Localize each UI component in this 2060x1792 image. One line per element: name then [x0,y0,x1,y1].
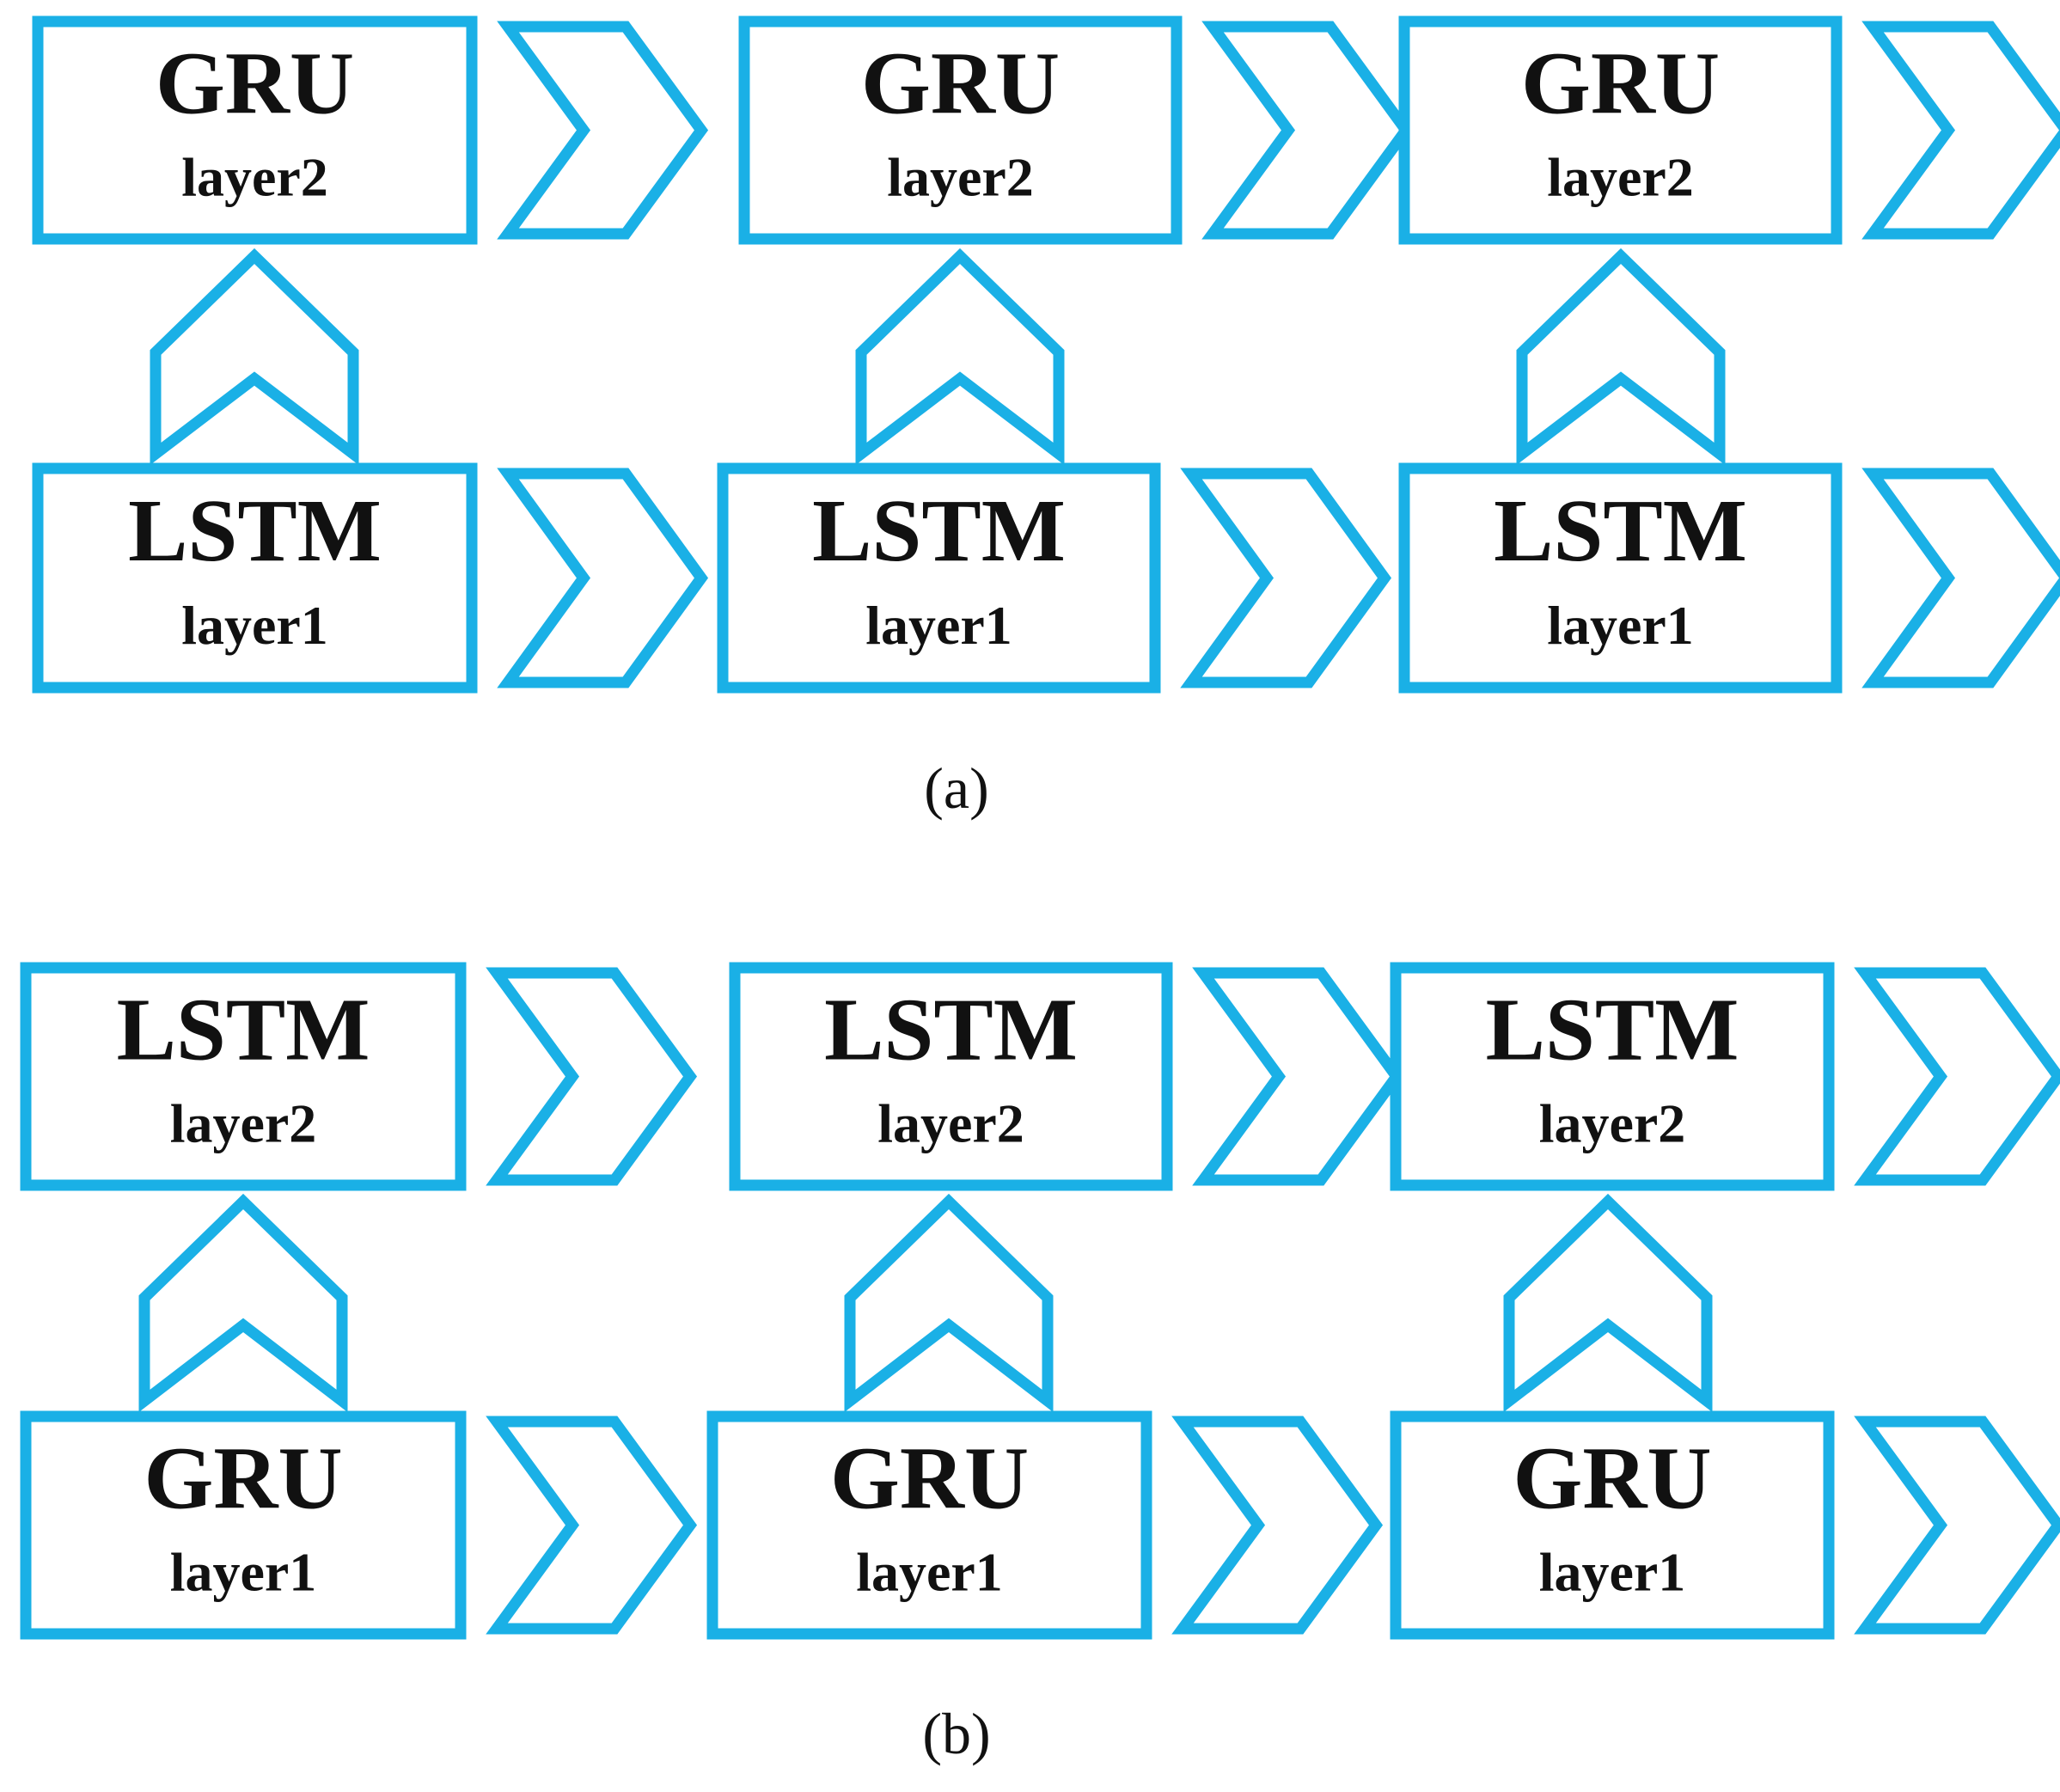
panel-b-top-box-1: LSTM layer2 [20,962,467,1191]
panel-a-bottom-box-2-layer-label: layer1 [865,595,1012,656]
panel-a-chevron-up-icon-1 [150,248,359,466]
panel-a-bottom-box-1-type-label: LSTM [128,481,382,580]
panel-a-chevron-up-icon-2 [855,248,1065,466]
panel-a-bottom-box-2: LSTM layer1 [717,462,1161,694]
panel-a-bottom-box-2-type-label: LSTM [812,481,1066,580]
panel-b-bottom-box-3: GRU layer1 [1390,1410,1835,1640]
panel-a-top-box-2: GRU layer2 [738,15,1183,245]
panel-b-bottom-box-2: GRU layer1 [706,1410,1152,1640]
panel-a-bottom-box-1-layer-label: layer1 [181,595,328,656]
panel-b-bottom-box-2-frame [706,1410,1152,1640]
panel-b-bottom-box-3-layer-label: layer1 [1539,1541,1686,1602]
panel-a-top-box-1-type-label: GRU [156,34,354,132]
panel-a-top-box-2-frame [738,15,1183,245]
panel-b-bottom-chevron-right-icon-2 [1171,1416,1384,1635]
panel-b-top-box-3-frame [1390,962,1835,1191]
panel-b-top-box-1-frame [20,962,467,1191]
panel-b-chevron-up-icon-3 [1503,1193,1713,1413]
panel-b-chevron-up-icon-2 [844,1193,1054,1413]
panel-a-bottom-box-3-layer-label: layer1 [1547,595,1694,656]
panel-b-top-box-3: LSTM layer2 [1390,962,1835,1191]
panel-b-top-box-1-type-label: LSTM [117,980,370,1079]
panel-b-top-chevron-right-icon-3 [1854,967,2060,1186]
panel-a-bottom-box-2-frame [717,462,1161,694]
panel-b-bottom-box-2-type-label: GRU [830,1428,1029,1527]
panel-b-bottom-box-1-layer-label: layer1 [170,1541,317,1602]
panel-b-bottom-box-3-frame [1390,1410,1835,1640]
panel-a-top-box-3-type-label: GRU [1521,34,1720,132]
panel-a-bottom-box-3: LSTM layer1 [1398,462,1843,694]
panel-b-top-chevron-right-icon-1 [486,967,698,1186]
panel-b-top-box-2-type-label: LSTM [824,980,1078,1079]
panel-a-top-box-2-type-label: GRU [861,34,1060,132]
panel-a-bottom-chevron-right-icon-2 [1180,468,1392,688]
panel-b-top-box-2-layer-label: layer2 [877,1092,1024,1153]
panel-a-top-box-1-frame [32,15,478,245]
panel-a-top-box-2-layer-label: layer2 [887,146,1034,207]
panel-b-bottom-box-1: GRU layer1 [20,1410,467,1640]
panel-b-top-chevron-right-icon-2 [1192,967,1404,1186]
panel-a-top-box-3-frame [1398,15,1843,245]
panel-a-top-box-3-layer-label: layer2 [1547,146,1694,207]
panel-b-top-box-3-type-label: LSTM [1486,980,1739,1079]
panel-a-top-box-1: GRU layer2 [32,15,478,245]
panel-a-bottom-chevron-right-icon-3 [1861,468,2060,688]
panel-a-bottom-box-3-frame [1398,462,1843,694]
panel-b-top-box-2: LSTM layer2 [729,962,1173,1191]
panel-a-bottom-box-1: LSTM layer1 [32,462,478,694]
panel-a-top-box-1-layer-label: layer2 [181,146,328,207]
panel-a-top-chevron-right-icon-1 [497,21,709,240]
panel-a-bottom-chevron-right-icon-1 [497,468,709,688]
panel-b-bottom-box-1-frame [20,1410,467,1640]
panel-b-caption: (b) [922,1701,990,1766]
panel-b-bottom-chevron-right-icon-3 [1854,1416,2060,1635]
panel-a-bottom-box-3-type-label: LSTM [1494,481,1747,580]
panel-a-bottom-box-1-frame [32,462,478,694]
panel-a-top-chevron-right-icon-3 [1861,21,2060,240]
panel-b-bottom-chevron-right-icon-1 [486,1416,698,1635]
panel-b-chevron-up-icon-1 [138,1193,348,1413]
panel-b-top-box-2-frame [729,962,1173,1191]
panel-b-bottom-box-3-type-label: GRU [1513,1428,1711,1527]
panel-a-chevron-up-icon-3 [1516,248,1726,466]
panel-b-top-box-1-layer-label: layer2 [170,1092,317,1153]
panel-b-bottom-box-1-type-label: GRU [144,1428,342,1527]
panel-b-bottom-box-2-layer-label: layer1 [856,1541,1003,1602]
panel-b-top-box-3-layer-label: layer2 [1539,1092,1686,1153]
panel-a-caption: (a) [924,755,988,821]
panel-a-top-box-3: GRU layer2 [1398,15,1843,245]
panel-a-top-chevron-right-icon-2 [1201,21,1414,240]
